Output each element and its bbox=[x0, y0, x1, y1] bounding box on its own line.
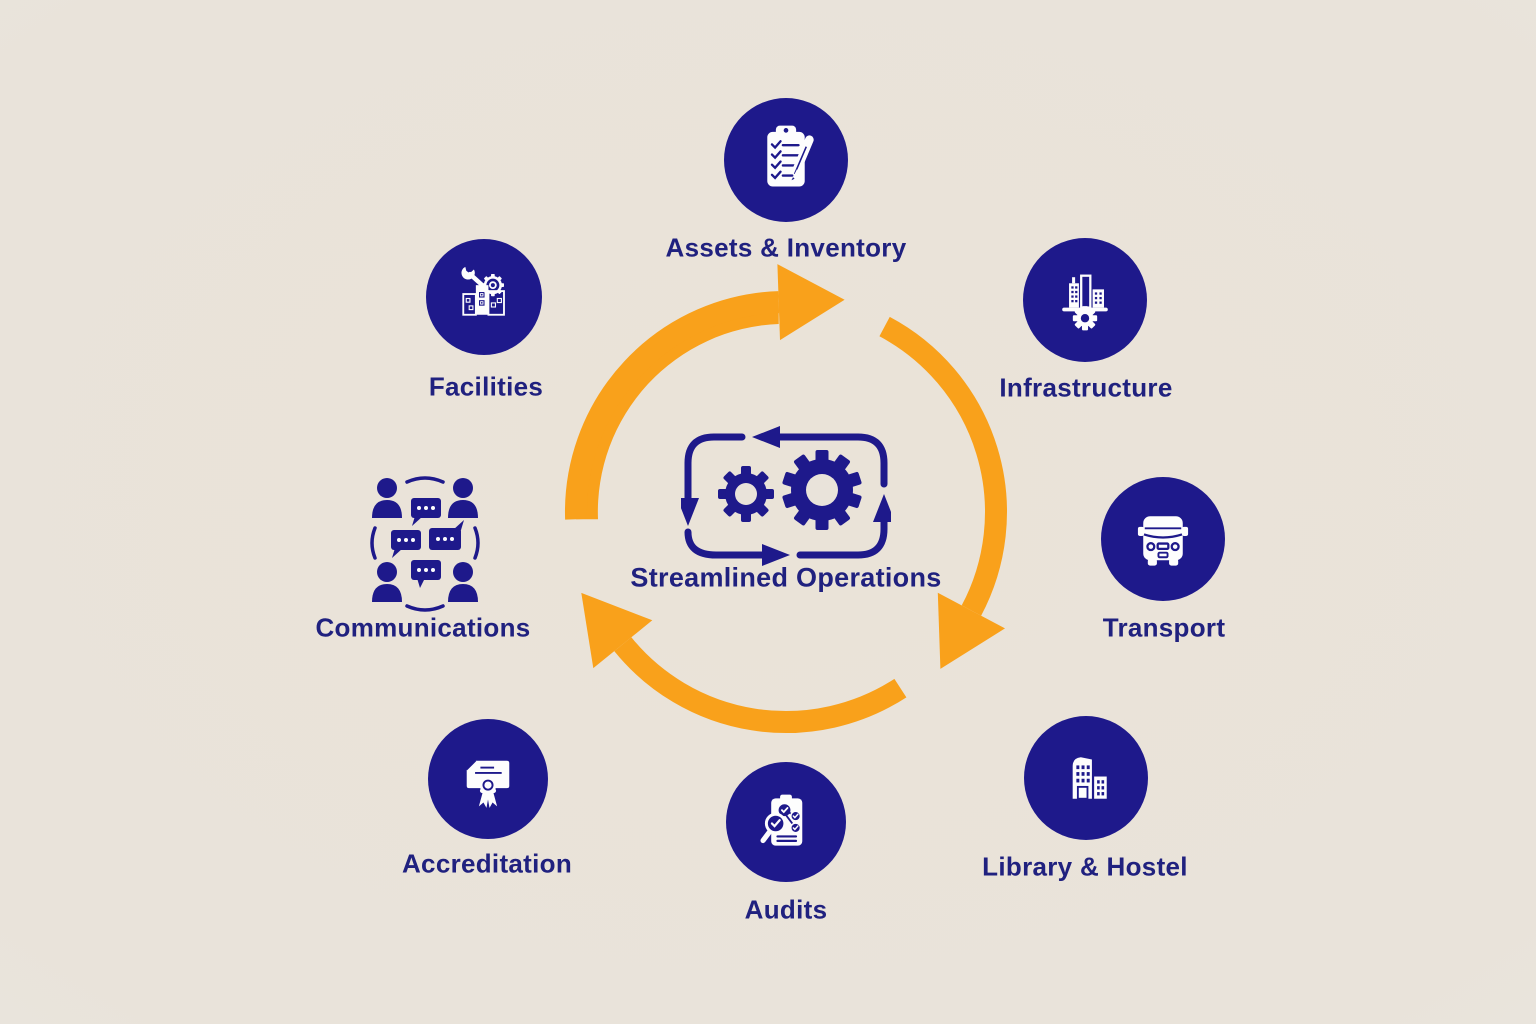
label-transport: Transport bbox=[1102, 612, 1226, 643]
cycle-arc-top bbox=[565, 264, 845, 520]
building-wrench-gear-icon bbox=[461, 266, 505, 316]
clipboard-checklist-pencil-icon bbox=[767, 125, 814, 187]
certificate-ribbon-icon bbox=[466, 760, 510, 808]
node-library-hostel bbox=[1024, 716, 1148, 840]
label-library-hostel: Library & Hostel bbox=[982, 851, 1188, 882]
label-audits: Audits bbox=[744, 894, 828, 925]
pencil-icon bbox=[791, 135, 814, 181]
cycle-arc-bottom bbox=[581, 592, 907, 733]
buildings-icon bbox=[1072, 757, 1107, 800]
gear-icon bbox=[481, 274, 504, 297]
person-icon bbox=[372, 478, 478, 602]
label-facilities: Facilities bbox=[428, 371, 544, 402]
label-infrastructure: Infrastructure bbox=[999, 372, 1173, 403]
label-communications: Communications bbox=[315, 612, 531, 643]
node-audits bbox=[726, 762, 846, 882]
city-buildings-gear-icon bbox=[1062, 274, 1108, 331]
clipboard-magnifier-checks-icon bbox=[760, 794, 803, 846]
node-transport bbox=[1101, 477, 1225, 601]
node-infrastructure bbox=[1023, 238, 1147, 362]
process-gears-cycle-icon bbox=[681, 426, 891, 566]
cycle-arrows-ring bbox=[565, 264, 1007, 733]
large-gear-icon bbox=[782, 450, 862, 530]
people-chat-bubbles-icon bbox=[370, 476, 480, 612]
cycle-arc-right bbox=[879, 316, 1007, 669]
arrowhead-right bbox=[937, 592, 1005, 669]
magnifier-icon bbox=[760, 812, 787, 844]
rosette-ribbon-icon bbox=[477, 774, 499, 808]
bus-icon bbox=[1137, 516, 1189, 566]
node-assets-inventory bbox=[724, 98, 848, 222]
arrowhead-left bbox=[581, 592, 653, 669]
label-assets-inventory: Assets & Inventory bbox=[665, 232, 907, 263]
small-gear-icon bbox=[718, 466, 774, 522]
chat-bubbles bbox=[391, 498, 464, 588]
node-facilities bbox=[426, 239, 542, 355]
half-gear-icon bbox=[1072, 306, 1098, 331]
node-accreditation bbox=[428, 719, 548, 839]
arrowhead-top bbox=[777, 264, 845, 341]
wrench-icon bbox=[461, 266, 488, 291]
connection-arcs bbox=[370, 476, 480, 612]
label-accreditation: Accreditation bbox=[401, 848, 573, 879]
center-title: Streamlined Operations bbox=[630, 562, 942, 593]
